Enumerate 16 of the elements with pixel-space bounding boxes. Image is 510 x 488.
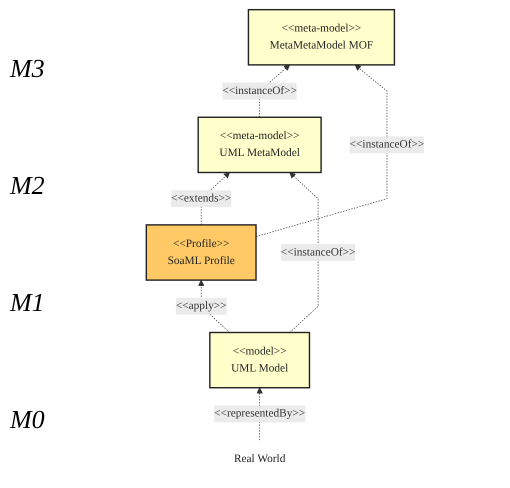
arrow (288, 172, 318, 333)
node-box: <<meta-model>> MetaMetaModel MOF (247, 8, 395, 66)
node-text: Real World (234, 452, 286, 465)
edge-label: <<extends>> (170, 192, 231, 204)
edge-label: <<instanceOf>> (280, 246, 356, 258)
node-box: <<meta-model>> UML MetaModel (197, 116, 322, 174)
level-label: M0 (8, 404, 46, 434)
level-label: M3 (8, 54, 46, 84)
edge-label: <<instanceOf>> (349, 138, 424, 151)
edge-label: <<representedBy>> (214, 408, 305, 420)
edge-label: <<instanceOf>> (222, 84, 297, 97)
node-box: <<Profile>> SoaML Profile (145, 224, 256, 281)
level-label: M2 (8, 170, 46, 200)
edge-label: <<apply>> (176, 300, 226, 312)
node-box: <<model>> UML Model (208, 332, 310, 388)
level-label: M1 (8, 288, 46, 318)
